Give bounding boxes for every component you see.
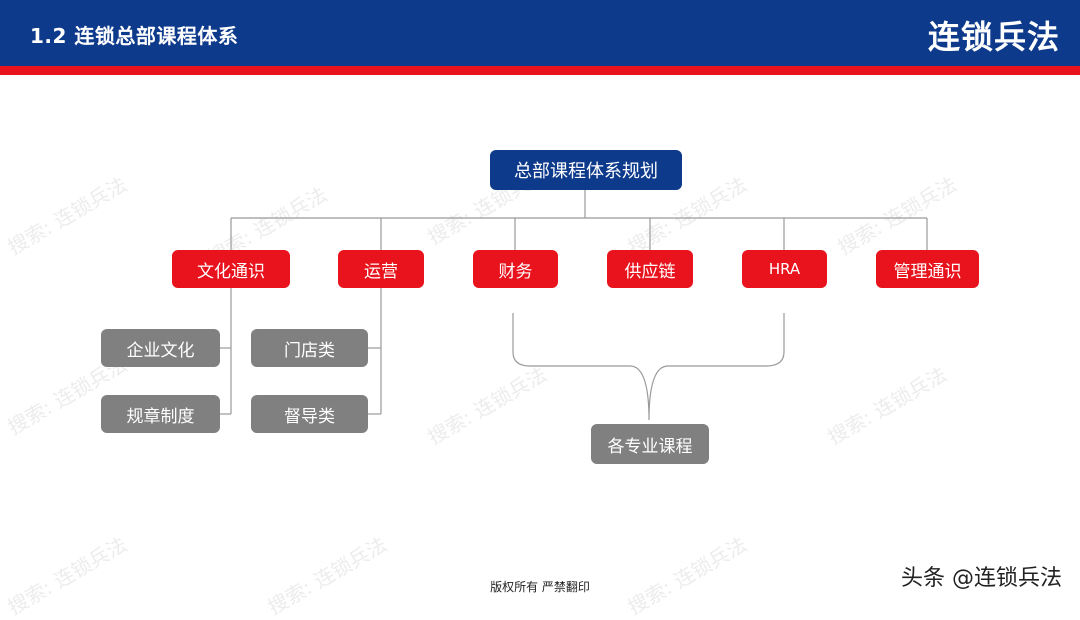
- category-finance: 财务: [473, 250, 558, 288]
- category-supply-chain: 供应链: [607, 250, 693, 288]
- brand-logo: 连锁兵法: [927, 18, 1060, 56]
- copyright-footer: 版权所有 严禁翻印: [490, 580, 590, 594]
- sub-corporate-culture: 企业文化: [101, 329, 220, 367]
- sub-store: 门店类: [251, 329, 368, 367]
- author-signature: 头条 @连锁兵法: [901, 566, 1062, 591]
- header-bar: [0, 0, 1080, 66]
- sub-rules-regulations: 规章制度: [101, 395, 220, 433]
- sub-supervision: 督导类: [251, 395, 368, 433]
- root-node: 总部课程体系规划: [490, 150, 682, 190]
- category-operations: 运营: [338, 250, 424, 288]
- header-stripe: [0, 66, 1080, 75]
- sub-professional-courses: 各专业课程: [591, 424, 709, 464]
- curly-brace: [512, 313, 785, 421]
- slide-title: 1.2 连锁总部课程体系: [30, 24, 239, 48]
- category-management: 管理通识: [876, 250, 979, 288]
- category-culture: 文化通识: [172, 250, 290, 288]
- category-hra: HRA: [742, 250, 827, 288]
